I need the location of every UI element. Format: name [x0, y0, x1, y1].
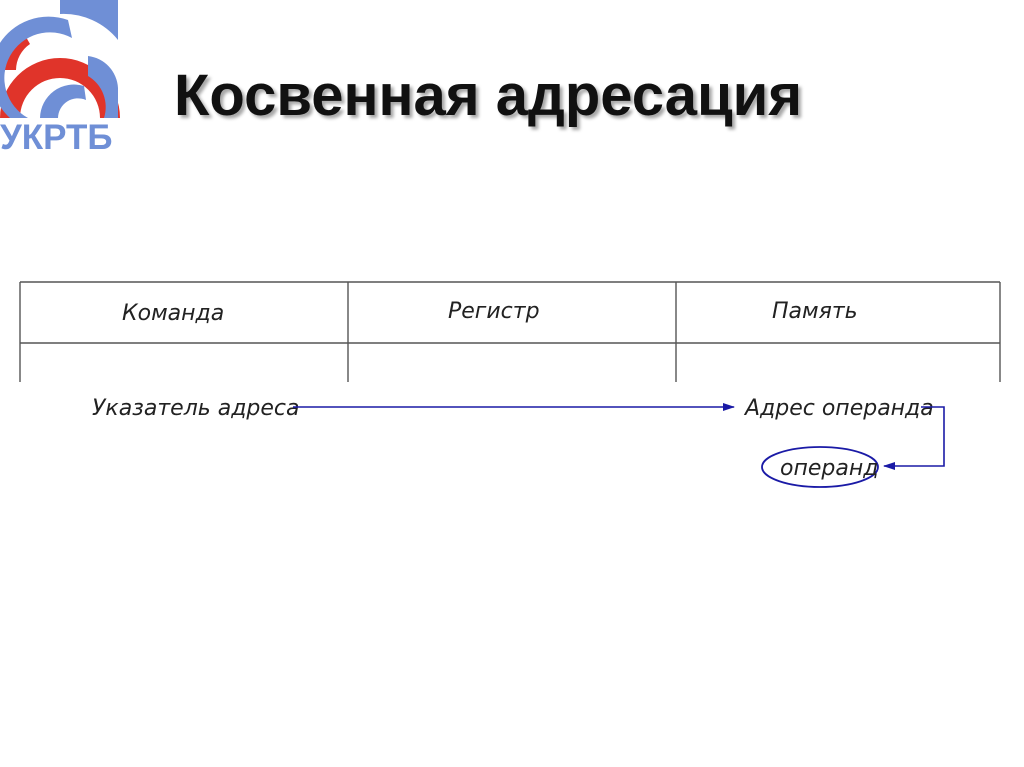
logo: УКРТБ — [0, 0, 125, 160]
memory-table — [19, 281, 1001, 382]
operand-address-label: Адрес операнда — [743, 396, 934, 421]
page-title: Косвенная адресация — [174, 63, 803, 128]
column-header-memory: Память — [772, 299, 858, 324]
operand-ellipse — [761, 446, 879, 488]
logo-text: УКРТБ — [0, 118, 113, 157]
column-header-register: Регистр — [448, 299, 540, 324]
operand-label: операнд — [780, 456, 878, 481]
logo-arcs-graphic — [0, 0, 120, 118]
column-header-command: Команда — [122, 301, 224, 326]
pointer-label: Указатель адреса — [92, 396, 300, 421]
address-to-operand-arrow — [883, 406, 945, 470]
